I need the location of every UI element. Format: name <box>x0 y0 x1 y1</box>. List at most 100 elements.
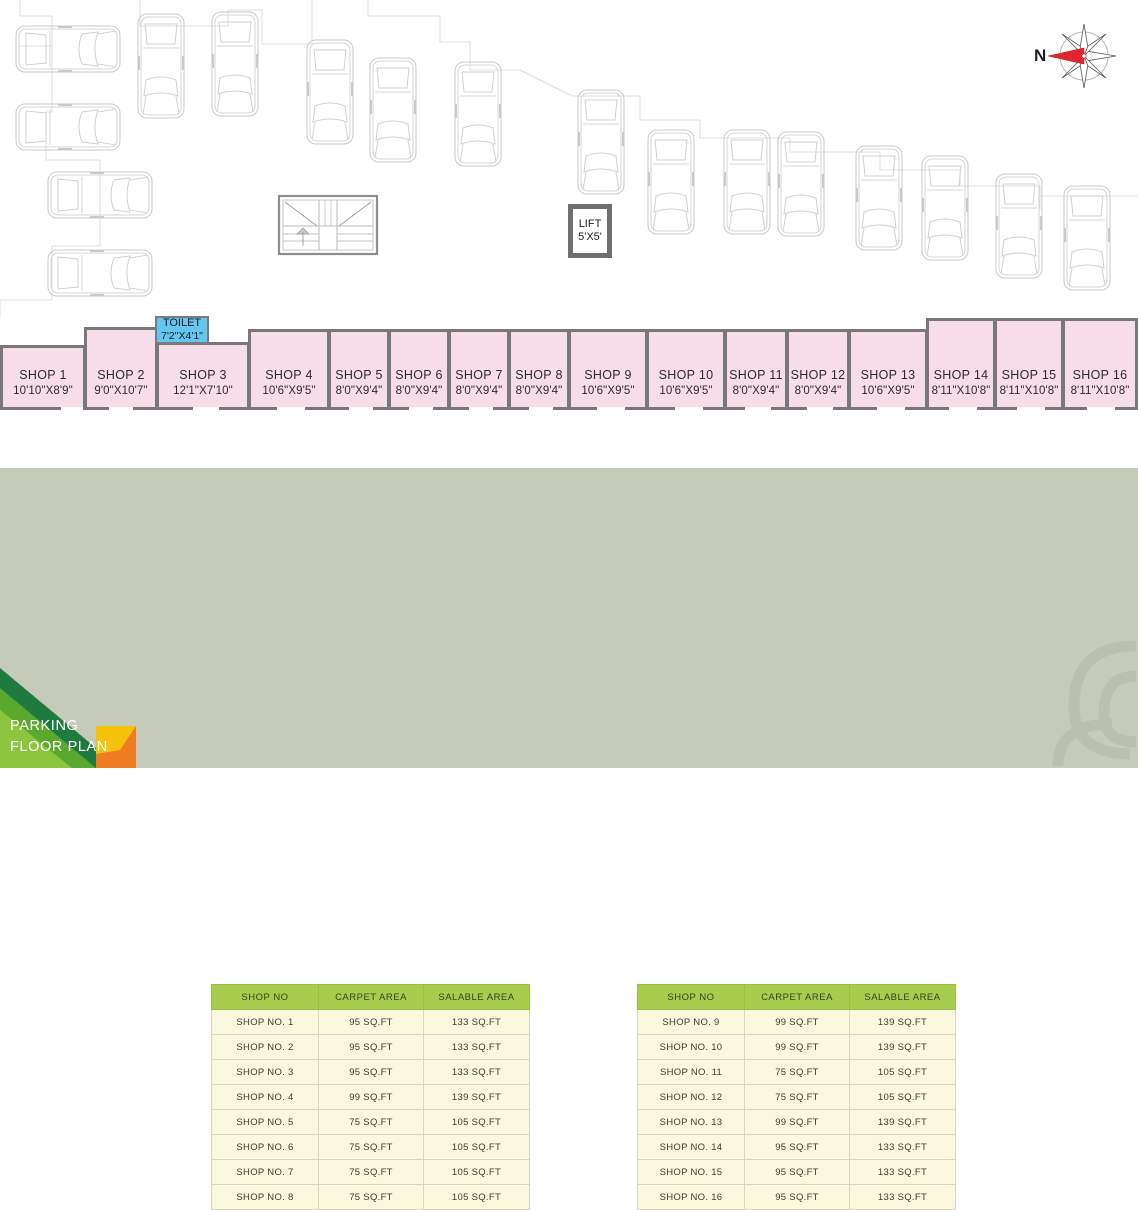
col-shop-no: SHOP NO <box>637 984 745 1010</box>
cell-salable-area: 139 SQ.FT <box>849 1109 956 1135</box>
cell-shop-no: SHOP NO. 2 <box>211 1034 319 1060</box>
cell-salable-area: 133 SQ.FT <box>849 1184 956 1210</box>
shop-label: SHOP 4 <box>265 368 313 383</box>
area-statement-panel: SHOP NO CARPET AREA SALABLE AREA SHOP NO… <box>0 468 1138 1210</box>
cell-shop-no: SHOP NO. 16 <box>637 1184 745 1210</box>
shop-label: SHOP 2 <box>97 368 145 383</box>
parked-car <box>369 57 417 163</box>
plan-title: PARKING FLOOR PLAN <box>10 716 108 758</box>
shop-unit-2[interactable]: SHOP 2 9'0"X10'7" <box>84 327 158 410</box>
shop-dimension: 8'0"X9'4" <box>515 385 563 398</box>
shop-unit-5[interactable]: SHOP 5 8'0"X9'4" <box>328 329 390 410</box>
shop-unit-10[interactable]: SHOP 10 10'6"X9'5" <box>646 329 726 410</box>
shop-strip: TOILET 7'2"X4'1" SHOP 1 10'10"X8'9" SHOP… <box>0 316 1138 410</box>
cell-carpet-area: 75 SQ.FT <box>744 1084 850 1110</box>
cell-salable-area: 105 SQ.FT <box>849 1084 956 1110</box>
shop-unit-3[interactable]: SHOP 3 12'1"X7'10" <box>156 342 250 410</box>
plan-linework <box>0 0 1138 318</box>
shop-dimension: 8'0"X9'4" <box>335 385 383 398</box>
shop-unit-15[interactable]: SHOP 15 8'11"X10'8" <box>994 318 1064 410</box>
shop-unit-1[interactable]: SHOP 1 10'10"X8'9" <box>0 345 86 410</box>
cell-salable-area: 105 SQ.FT <box>423 1159 530 1185</box>
lift-block: LIFT 5'X5' <box>568 204 612 258</box>
shop-label: SHOP 1 <box>19 368 67 383</box>
cell-carpet-area: 99 SQ.FT <box>744 1009 850 1035</box>
shop-dimension: 10'6"X9'5" <box>659 385 713 398</box>
shop-door <box>597 407 625 410</box>
table-header-row: SHOP NO CARPET AREA SALABLE AREA <box>211 984 530 1010</box>
shop-dimension: 10'6"X9'5" <box>861 385 915 398</box>
cell-shop-no: SHOP NO. 4 <box>211 1084 319 1110</box>
cell-carpet-area: 75 SQ.FT <box>318 1134 424 1160</box>
cell-shop-no: SHOP NO. 13 <box>637 1109 745 1135</box>
cell-carpet-area: 75 SQ.FT <box>318 1109 424 1135</box>
cell-shop-no: SHOP NO. 5 <box>211 1109 319 1135</box>
shop-unit-6[interactable]: SHOP 6 8'0"X9'4" <box>388 329 450 410</box>
cell-salable-area: 105 SQ.FT <box>423 1184 530 1210</box>
cell-carpet-area: 99 SQ.FT <box>744 1109 850 1135</box>
parked-car <box>855 145 903 251</box>
parked-car <box>777 131 825 237</box>
shop-unit-8[interactable]: SHOP 8 8'0"X9'4" <box>508 329 570 410</box>
shop-door <box>109 407 133 410</box>
shop-area-table-left: SHOP NO CARPET AREA SALABLE AREA SHOP NO… <box>211 984 530 1210</box>
cell-salable-area: 105 SQ.FT <box>849 1059 956 1085</box>
shop-unit-4[interactable]: SHOP 4 10'6"X9'5" <box>248 329 330 410</box>
shop-unit-16[interactable]: SHOP 16 8'11"X10'8" <box>1062 318 1138 410</box>
shop-label: SHOP 16 <box>1072 368 1128 383</box>
plan-title-line-1: PARKING <box>10 717 79 734</box>
cell-shop-no: SHOP NO. 6 <box>211 1134 319 1160</box>
cell-salable-area: 105 SQ.FT <box>423 1109 530 1135</box>
cell-shop-no: SHOP NO. 1 <box>211 1009 319 1035</box>
staircase-icon <box>277 194 379 256</box>
shop-door <box>1017 407 1045 410</box>
shop-label: SHOP 12 <box>790 368 846 383</box>
lift-size: 5'X5' <box>578 230 602 243</box>
ribbon-shape-icon <box>0 668 136 768</box>
corner-ribbon: PARKING FLOOR PLAN <box>0 658 200 768</box>
shop-unit-11[interactable]: SHOP 11 8'0"X9'4" <box>724 329 788 410</box>
cell-shop-no: SHOP NO. 3 <box>211 1059 319 1085</box>
shop-label: SHOP 6 <box>395 368 443 383</box>
cell-salable-area: 139 SQ.FT <box>849 1034 956 1060</box>
shop-door <box>469 407 493 410</box>
shop-dimension: 8'0"X9'4" <box>395 385 443 398</box>
plan-title-line-2: FLOOR PLAN <box>10 738 108 755</box>
col-shop-no: SHOP NO <box>211 984 319 1010</box>
shop-unit-9[interactable]: SHOP 9 10'6"X9'5" <box>568 329 648 410</box>
shop-door <box>529 407 553 410</box>
shop-door <box>277 407 305 410</box>
parked-car <box>15 25 121 73</box>
parked-car <box>211 11 259 117</box>
shop-door <box>1087 407 1115 410</box>
toilet-label: TOILET <box>162 317 202 330</box>
compass-needle <box>1047 47 1085 65</box>
shop-label: SHOP 5 <box>335 368 383 383</box>
toilet-block: TOILET 7'2"X4'1" <box>155 316 209 344</box>
shop-unit-7[interactable]: SHOP 7 8'0"X9'4" <box>448 329 510 410</box>
parked-car <box>577 89 625 195</box>
shop-unit-14[interactable]: SHOP 14 8'11"X10'8" <box>926 318 996 410</box>
cell-shop-no: SHOP NO. 7 <box>211 1159 319 1185</box>
cell-salable-area: 133 SQ.FT <box>849 1134 956 1160</box>
cell-carpet-area: 95 SQ.FT <box>318 1059 424 1085</box>
shop-dimension: 9'0"X10'7" <box>94 385 148 398</box>
shop-unit-12[interactable]: SHOP 12 8'0"X9'4" <box>786 329 850 410</box>
shop-unit-13[interactable]: SHOP 13 10'6"X9'5" <box>848 329 928 410</box>
shop-door <box>349 407 373 410</box>
cell-carpet-area: 95 SQ.FT <box>318 1034 424 1060</box>
shop-dimension: 8'0"X9'4" <box>794 385 842 398</box>
cell-salable-area: 133 SQ.FT <box>423 1034 530 1060</box>
cell-shop-no: SHOP NO. 15 <box>637 1159 745 1185</box>
